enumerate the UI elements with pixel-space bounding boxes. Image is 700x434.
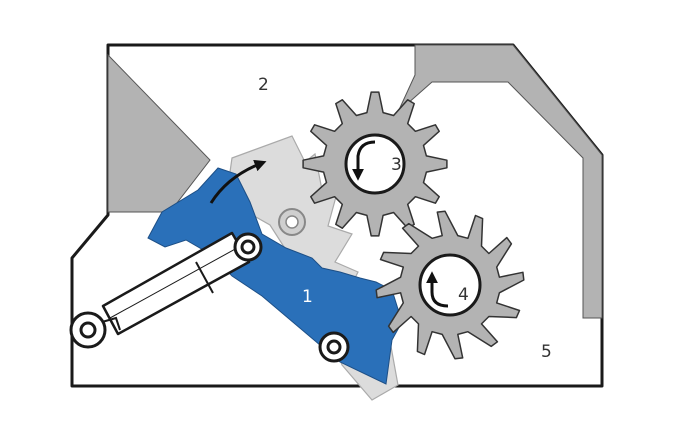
label-part-1: 1 [302,287,313,307]
label-part-4: 4 [458,285,469,305]
right-chute-wall [397,44,603,319]
label-part-3: 3 [391,155,402,175]
curved-arrow-counterclockwise-icon [426,271,449,308]
hydraulic-cylinder [101,231,251,336]
cylinder-rod-eye-hole [240,239,256,255]
label-part-2: 2 [258,75,269,95]
label-part-5: 5 [541,342,552,362]
curved-arrow-counterclockwise-icon [352,140,376,181]
arm-pivot-inner [285,215,299,229]
arm-lower-eye-hole [326,339,342,355]
cylinder-end-eye-hole [79,321,97,339]
curved-arrow-clockwise-icon [209,159,267,204]
